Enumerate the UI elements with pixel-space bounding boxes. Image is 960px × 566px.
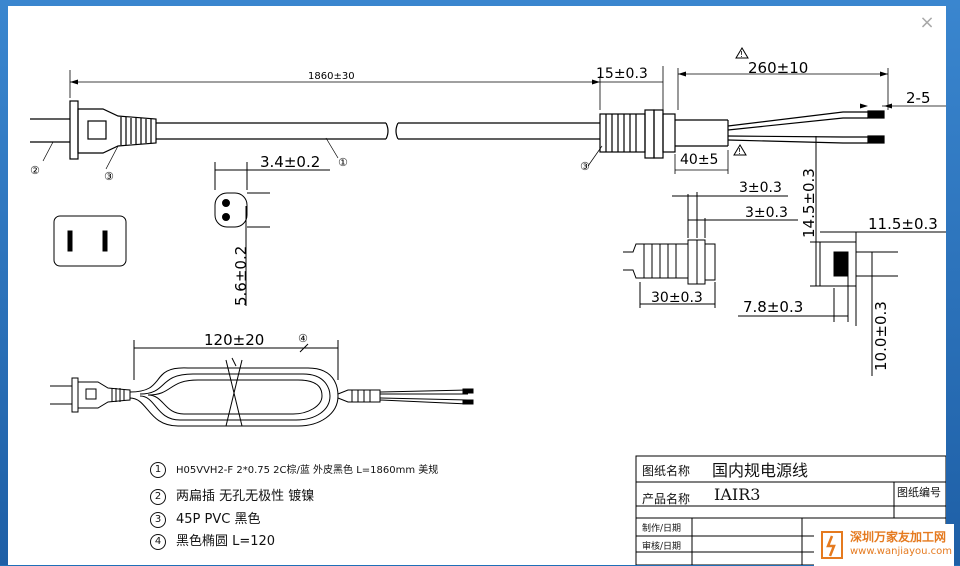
watermark-line1: 深圳万家友加工网 bbox=[850, 530, 947, 544]
legend-item-2: 2 两扁插 无孔无极性 镀镍 bbox=[150, 485, 314, 505]
side-section bbox=[738, 136, 946, 376]
arrowheads-top bbox=[70, 71, 892, 109]
review-date-label: 审核/日期 bbox=[642, 542, 682, 552]
legend-text-1: H05VVH2-F 2*0.75 2C棕/蓝 外皮黑色 L=1860mm 美规 bbox=[176, 465, 439, 476]
dim-coil-length: 120±20 bbox=[204, 331, 264, 349]
dim-side-width: 11.5±0.3 bbox=[868, 215, 938, 233]
svg-text:!: ! bbox=[738, 147, 741, 156]
plug-top bbox=[30, 100, 157, 160]
leads bbox=[727, 110, 885, 144]
technical-drawing: 1860±30 15±0.3 260±10 2-5 40±5 ! ! ② ③ ①… bbox=[30, 47, 946, 565]
legend-number-2: 2 bbox=[150, 488, 166, 505]
warning-icon: ! bbox=[733, 144, 747, 156]
drawing-canvas: 1860±30 15±0.3 260±10 2-5 40±5 ! ! ② ③ ①… bbox=[8, 6, 954, 566]
plug-face-view bbox=[53, 215, 127, 267]
dim-strip-length: 260±10 bbox=[748, 59, 808, 77]
watermark-logo: 深圳万家友加工网 www.wanjiayou.com bbox=[814, 524, 954, 566]
legend-item-1: 1 H05VVH2-F 2*0.75 2C棕/蓝 外皮黑色 L=1860mm 美规 bbox=[150, 461, 438, 478]
dim-boot-width: 15±0.3 bbox=[596, 66, 648, 82]
boot-detail bbox=[623, 192, 798, 308]
warning-icon: ! bbox=[735, 47, 749, 59]
dim-total-length: 1860±30 bbox=[308, 71, 355, 82]
dim-cable-width: 3.4±0.2 bbox=[260, 153, 320, 171]
coiled-cord bbox=[50, 340, 474, 427]
product-name: IAIR3 bbox=[714, 485, 761, 504]
callout-3b: ③ bbox=[580, 160, 590, 173]
drawing-name: 国内规电源线 bbox=[712, 461, 809, 480]
legend-item-3: 3 45P PVC 黑色 bbox=[150, 508, 260, 528]
dim-lines-top bbox=[69, 66, 946, 174]
dim-side-height: 14.5±0.3 bbox=[800, 168, 818, 238]
callout-3: ③ bbox=[104, 170, 114, 183]
dim-side-depth: 10.0±0.3 bbox=[872, 301, 890, 371]
callout-4: ④ bbox=[298, 332, 308, 345]
watermark-line2: www.wanjiayou.com bbox=[850, 546, 953, 557]
svg-text:!: ! bbox=[740, 50, 743, 59]
legend-text-2: 两扁插 无孔无极性 镀镍 bbox=[176, 489, 315, 504]
cable-top bbox=[156, 122, 600, 140]
dim-ring-a: 3±0.3 bbox=[739, 180, 782, 196]
made-date-label: 制作/日期 bbox=[642, 524, 682, 534]
dim-jacket-strip: 40±5 bbox=[680, 152, 718, 168]
dim-boot-length: 30±0.3 bbox=[651, 290, 703, 306]
dim-inner-width: 7.8±0.3 bbox=[743, 298, 803, 316]
title-block bbox=[635, 455, 946, 565]
drawing-no-label: 图纸编号 bbox=[897, 486, 941, 499]
close-icon[interactable]: × bbox=[919, 12, 935, 33]
strain-relief-boot bbox=[599, 109, 729, 159]
product-name-label: 产品名称 bbox=[642, 492, 691, 506]
legend-text-4: 黑色椭圆 L=120 bbox=[176, 534, 276, 549]
legend-number-3: 3 bbox=[150, 511, 166, 528]
brand-logo-icon bbox=[821, 531, 843, 559]
callout-1: ① bbox=[338, 156, 348, 169]
legend-number-4: 4 bbox=[150, 533, 166, 550]
dim-ring-b: 3±0.3 bbox=[745, 205, 788, 221]
legend-item-4: 4 黑色椭圆 L=120 bbox=[150, 530, 275, 550]
legend-text-3: 45P PVC 黑色 bbox=[176, 512, 261, 527]
dim-cable-height: 5.6±0.2 bbox=[232, 246, 250, 306]
legend-number-1: 1 bbox=[150, 462, 166, 478]
cable-section bbox=[214, 162, 330, 306]
drawing-name-label: 图纸名称 bbox=[642, 464, 691, 478]
dim-tin-length: 2-5 bbox=[906, 89, 931, 107]
callout-2: ② bbox=[30, 164, 40, 177]
